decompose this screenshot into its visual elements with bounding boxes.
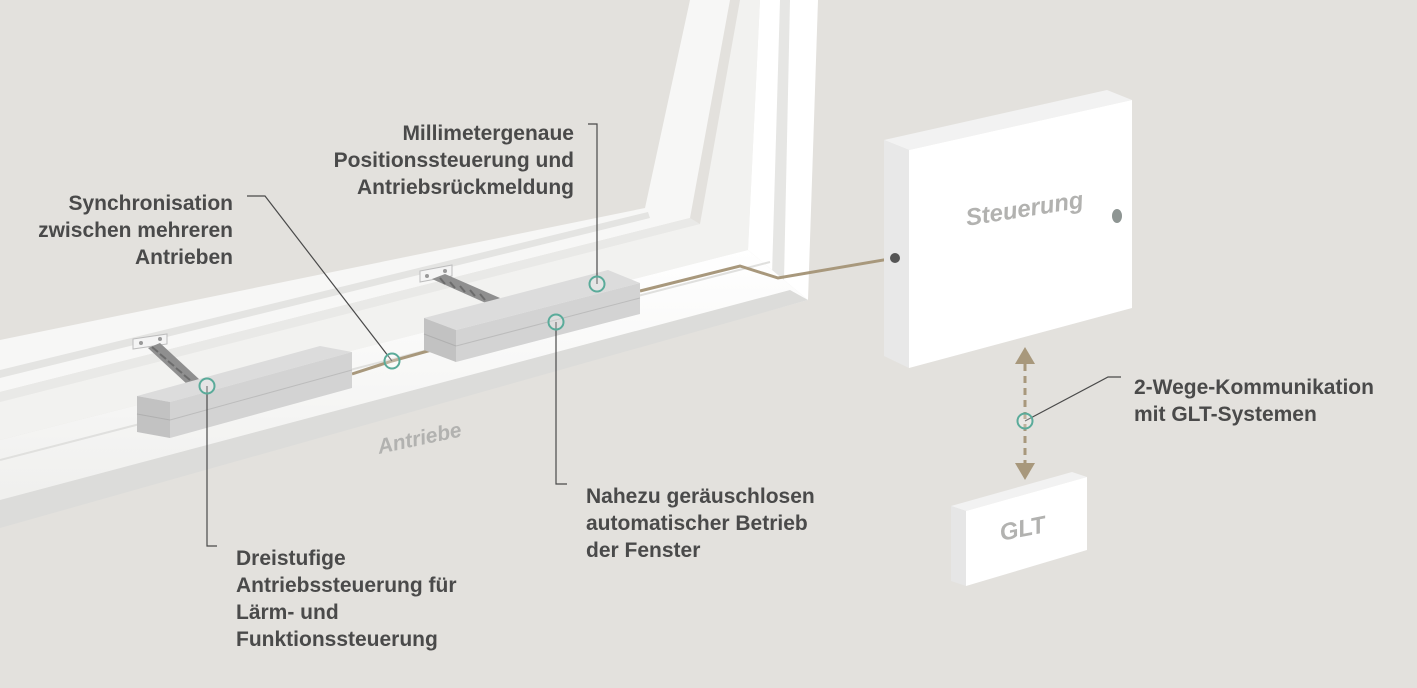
callout-line: zwischen mehreren xyxy=(38,219,233,242)
callout-line: 2-Wege-Kommunikation xyxy=(1134,376,1374,399)
callout-positioning: Millimetergenaue Positionssteuerung und … xyxy=(240,120,574,201)
callout-line: Antrieben xyxy=(134,246,233,269)
callout-line: Dreistufige xyxy=(236,547,346,570)
callout-line: Synchronisation xyxy=(68,192,233,215)
callout-line: Lärm- und xyxy=(236,601,339,624)
drive-unit-1 xyxy=(132,333,353,438)
callout-three-stage: Dreistufige Antriebssteuerung für Lärm- … xyxy=(236,545,457,653)
callout-line: Antriebssteuerung für xyxy=(236,574,457,597)
callout-line: Nahezu geräuschlosen xyxy=(586,485,815,508)
callout-leaders xyxy=(206,123,1121,547)
callout-line: Funktionssteuerung xyxy=(236,628,438,651)
callout-line: Millimetergenaue xyxy=(402,122,574,145)
callout-line: Antriebsrückmeldung xyxy=(356,176,574,199)
glt-box xyxy=(951,472,1087,586)
callout-line: automatischer Betrieb xyxy=(586,512,808,535)
callout-two-way: 2-Wege-Kommunikation mit GLT-Systemen xyxy=(1134,374,1374,428)
callout-line: der Fenster xyxy=(586,539,701,562)
callout-synchronisation: Synchronisation zwischen mehreren Antrie… xyxy=(0,190,233,271)
callout-quiet-operation: Nahezu geräuschlosen automatischer Betri… xyxy=(586,483,815,564)
callout-line: Positionssteuerung und xyxy=(333,149,574,172)
control-unit-box xyxy=(884,90,1132,368)
callout-marker-icon xyxy=(198,275,1034,430)
callout-line: mit GLT-Systemen xyxy=(1134,403,1317,426)
